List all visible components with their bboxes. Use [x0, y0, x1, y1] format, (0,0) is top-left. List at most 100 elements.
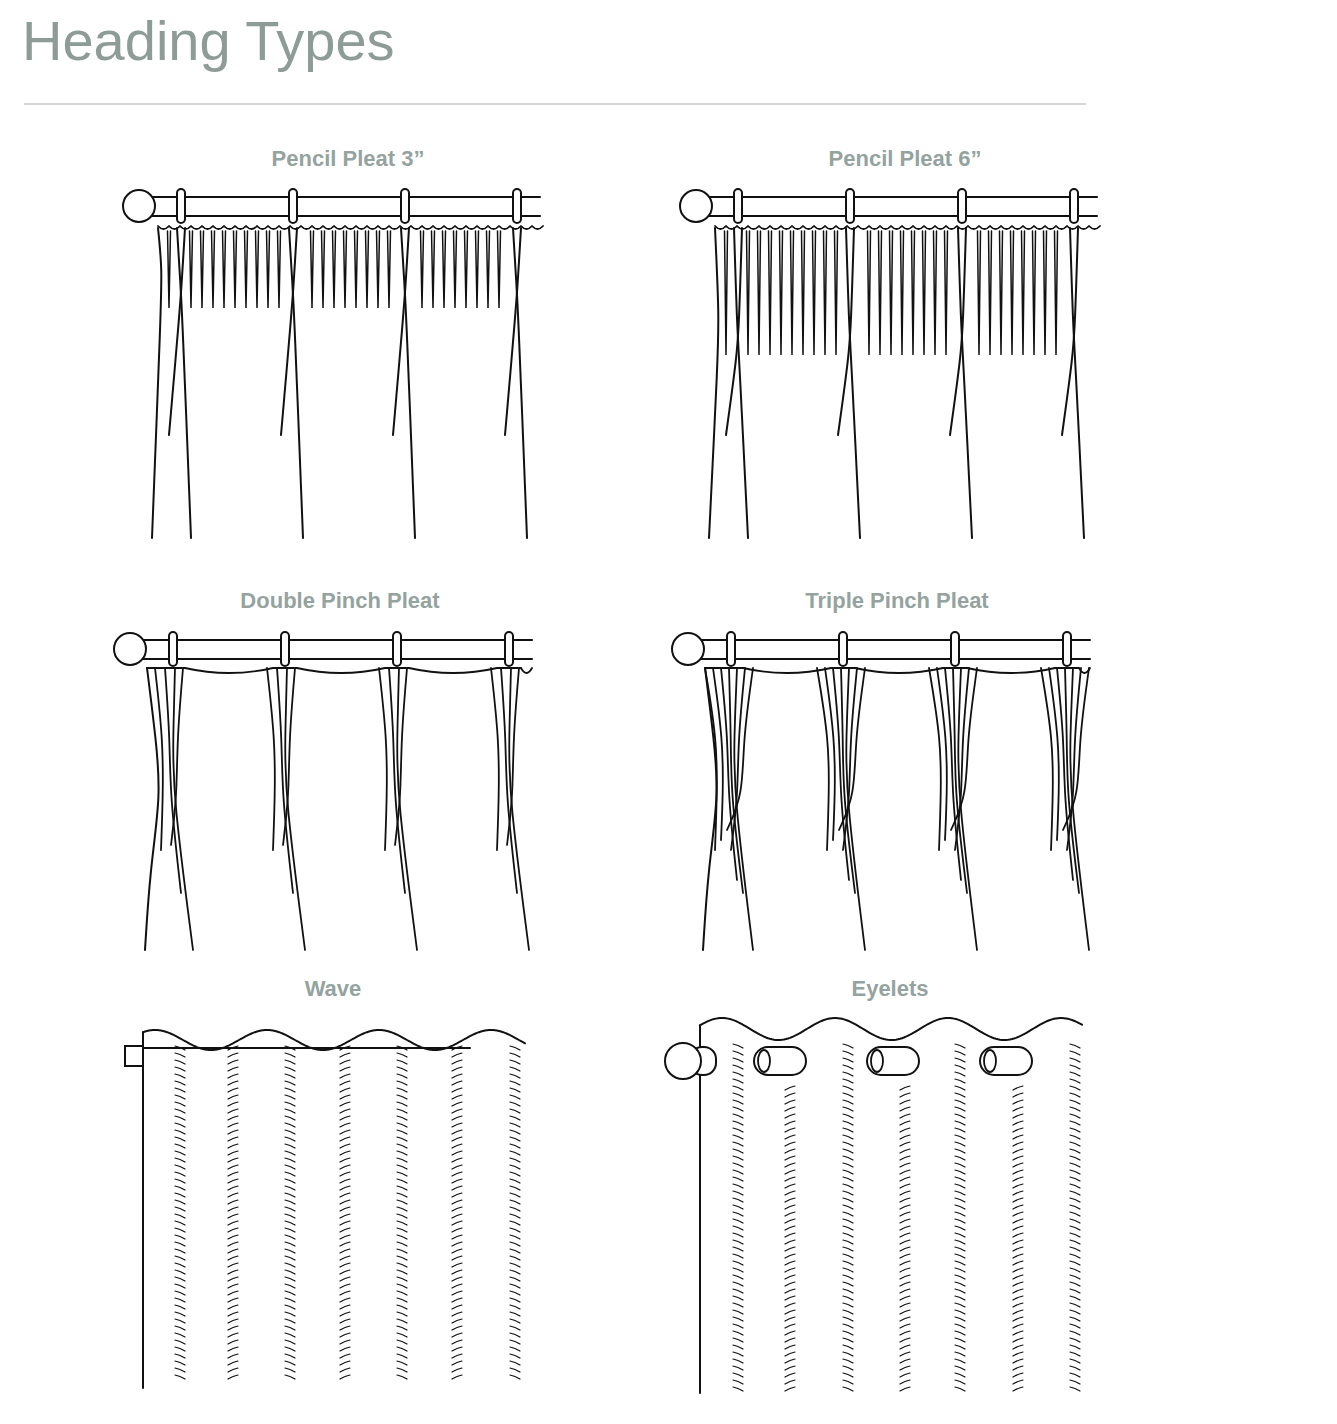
fabric-shading	[955, 1303, 965, 1307]
fabric-shading	[1070, 1198, 1080, 1202]
fabric-shading	[733, 1058, 743, 1062]
fabric-shading	[1013, 1093, 1023, 1097]
pinch-pleat-fold	[1049, 668, 1059, 840]
fabric-shading	[733, 1240, 743, 1244]
fabric-shading	[285, 1200, 295, 1204]
fabric-shading	[1013, 1212, 1023, 1216]
fabric-shading	[228, 1375, 238, 1379]
fabric-shading	[1013, 1135, 1023, 1139]
fabric-shading	[733, 1352, 743, 1356]
fabric-shading	[733, 1198, 743, 1202]
fabric-shading	[785, 1296, 795, 1300]
fabric-shading	[340, 1116, 350, 1120]
fabric-shading	[843, 1191, 853, 1195]
fabric-shading	[1013, 1338, 1023, 1342]
fabric-shading	[175, 1088, 185, 1092]
fabric-shading	[843, 1296, 853, 1300]
fabric-shading	[175, 1067, 185, 1071]
fabric-shading	[843, 1338, 853, 1342]
fabric-shading	[733, 1177, 743, 1181]
fabric-shading	[228, 1046, 238, 1050]
pleated-heading	[147, 668, 532, 673]
fabric-shading	[228, 1284, 238, 1288]
eyelet-ring	[867, 1047, 919, 1075]
fabric-shading	[1013, 1233, 1023, 1237]
fabric-shading	[1070, 1282, 1080, 1286]
fabric-shading	[1070, 1079, 1080, 1083]
fabric-shading	[785, 1331, 795, 1335]
pencil-pleat	[747, 231, 750, 355]
fabric-shading	[900, 1310, 910, 1314]
fabric-shading	[785, 1212, 795, 1216]
fabric-shading	[900, 1163, 910, 1167]
fabric-shading	[900, 1149, 910, 1153]
fabric-shading	[843, 1149, 853, 1153]
fabric-shading	[175, 1347, 185, 1351]
fabric-shading	[843, 1373, 853, 1377]
fabric-shading	[452, 1333, 462, 1337]
fabric-shading	[510, 1305, 520, 1309]
fabric-shading	[900, 1170, 910, 1174]
fabric-shading	[397, 1207, 407, 1211]
fabric-shading	[843, 1261, 853, 1265]
pinch-pleat-fold	[825, 668, 835, 840]
fabric-shading	[1013, 1177, 1023, 1181]
fabric-shading	[1013, 1296, 1023, 1300]
fabric-shading	[228, 1298, 238, 1302]
fabric-shading	[510, 1130, 520, 1134]
fabric-shading	[285, 1207, 295, 1211]
pole-finial	[680, 190, 712, 222]
fabric-shading	[1070, 1184, 1080, 1188]
fabric-shading	[340, 1060, 350, 1064]
fabric-shading	[452, 1291, 462, 1295]
fabric-shading	[1070, 1352, 1080, 1356]
fabric-shading	[397, 1095, 407, 1099]
fabric-shading	[1070, 1114, 1080, 1118]
fabric-shading	[340, 1340, 350, 1344]
fabric-shading	[733, 1086, 743, 1090]
fabric-shading	[510, 1242, 520, 1246]
fabric-shading	[340, 1109, 350, 1113]
fabric-shading	[340, 1305, 350, 1309]
fabric-shading	[397, 1228, 407, 1232]
fabric-shading	[900, 1366, 910, 1370]
fabric-shading	[452, 1249, 462, 1253]
pencil-pleat	[890, 231, 893, 355]
curtain-pole	[688, 639, 1090, 641]
fabric-shading	[228, 1214, 238, 1218]
fabric-shading	[397, 1242, 407, 1246]
fabric-shading	[397, 1137, 407, 1141]
fabric-shading	[843, 1121, 853, 1125]
fabric-shading	[285, 1249, 295, 1253]
fabric-shading	[1070, 1086, 1080, 1090]
fabric-shading	[397, 1060, 407, 1064]
fabric-shading	[900, 1177, 910, 1181]
fabric-shading	[785, 1184, 795, 1188]
fabric-shading	[340, 1207, 350, 1211]
fabric-shading	[733, 1324, 743, 1328]
fabric-shading	[285, 1354, 295, 1358]
fabric-shading	[285, 1361, 295, 1365]
fabric-shading	[1070, 1387, 1080, 1391]
fabric-shading	[1013, 1142, 1023, 1146]
fabric-shading	[452, 1312, 462, 1316]
fabric-shading	[452, 1095, 462, 1099]
fabric-shading	[285, 1158, 295, 1162]
curtain-fold	[513, 228, 527, 538]
fabric-shading	[510, 1116, 520, 1120]
pinch-pleat-fold	[929, 668, 941, 850]
curtain-pole	[130, 639, 532, 641]
fabric-shading	[340, 1130, 350, 1134]
fabric-shading	[1013, 1100, 1023, 1104]
fabric-shading	[452, 1158, 462, 1162]
fabric-shading	[340, 1214, 350, 1218]
curtain-ring	[281, 632, 289, 666]
fabric-shading	[1070, 1233, 1080, 1237]
fabric-shading	[1070, 1219, 1080, 1223]
fabric-shading	[733, 1247, 743, 1251]
curtain-fold	[505, 228, 521, 435]
fabric-shading	[1013, 1310, 1023, 1314]
fabric-shading	[175, 1221, 185, 1225]
fabric-shading	[510, 1312, 520, 1316]
fabric-shading	[228, 1242, 238, 1246]
